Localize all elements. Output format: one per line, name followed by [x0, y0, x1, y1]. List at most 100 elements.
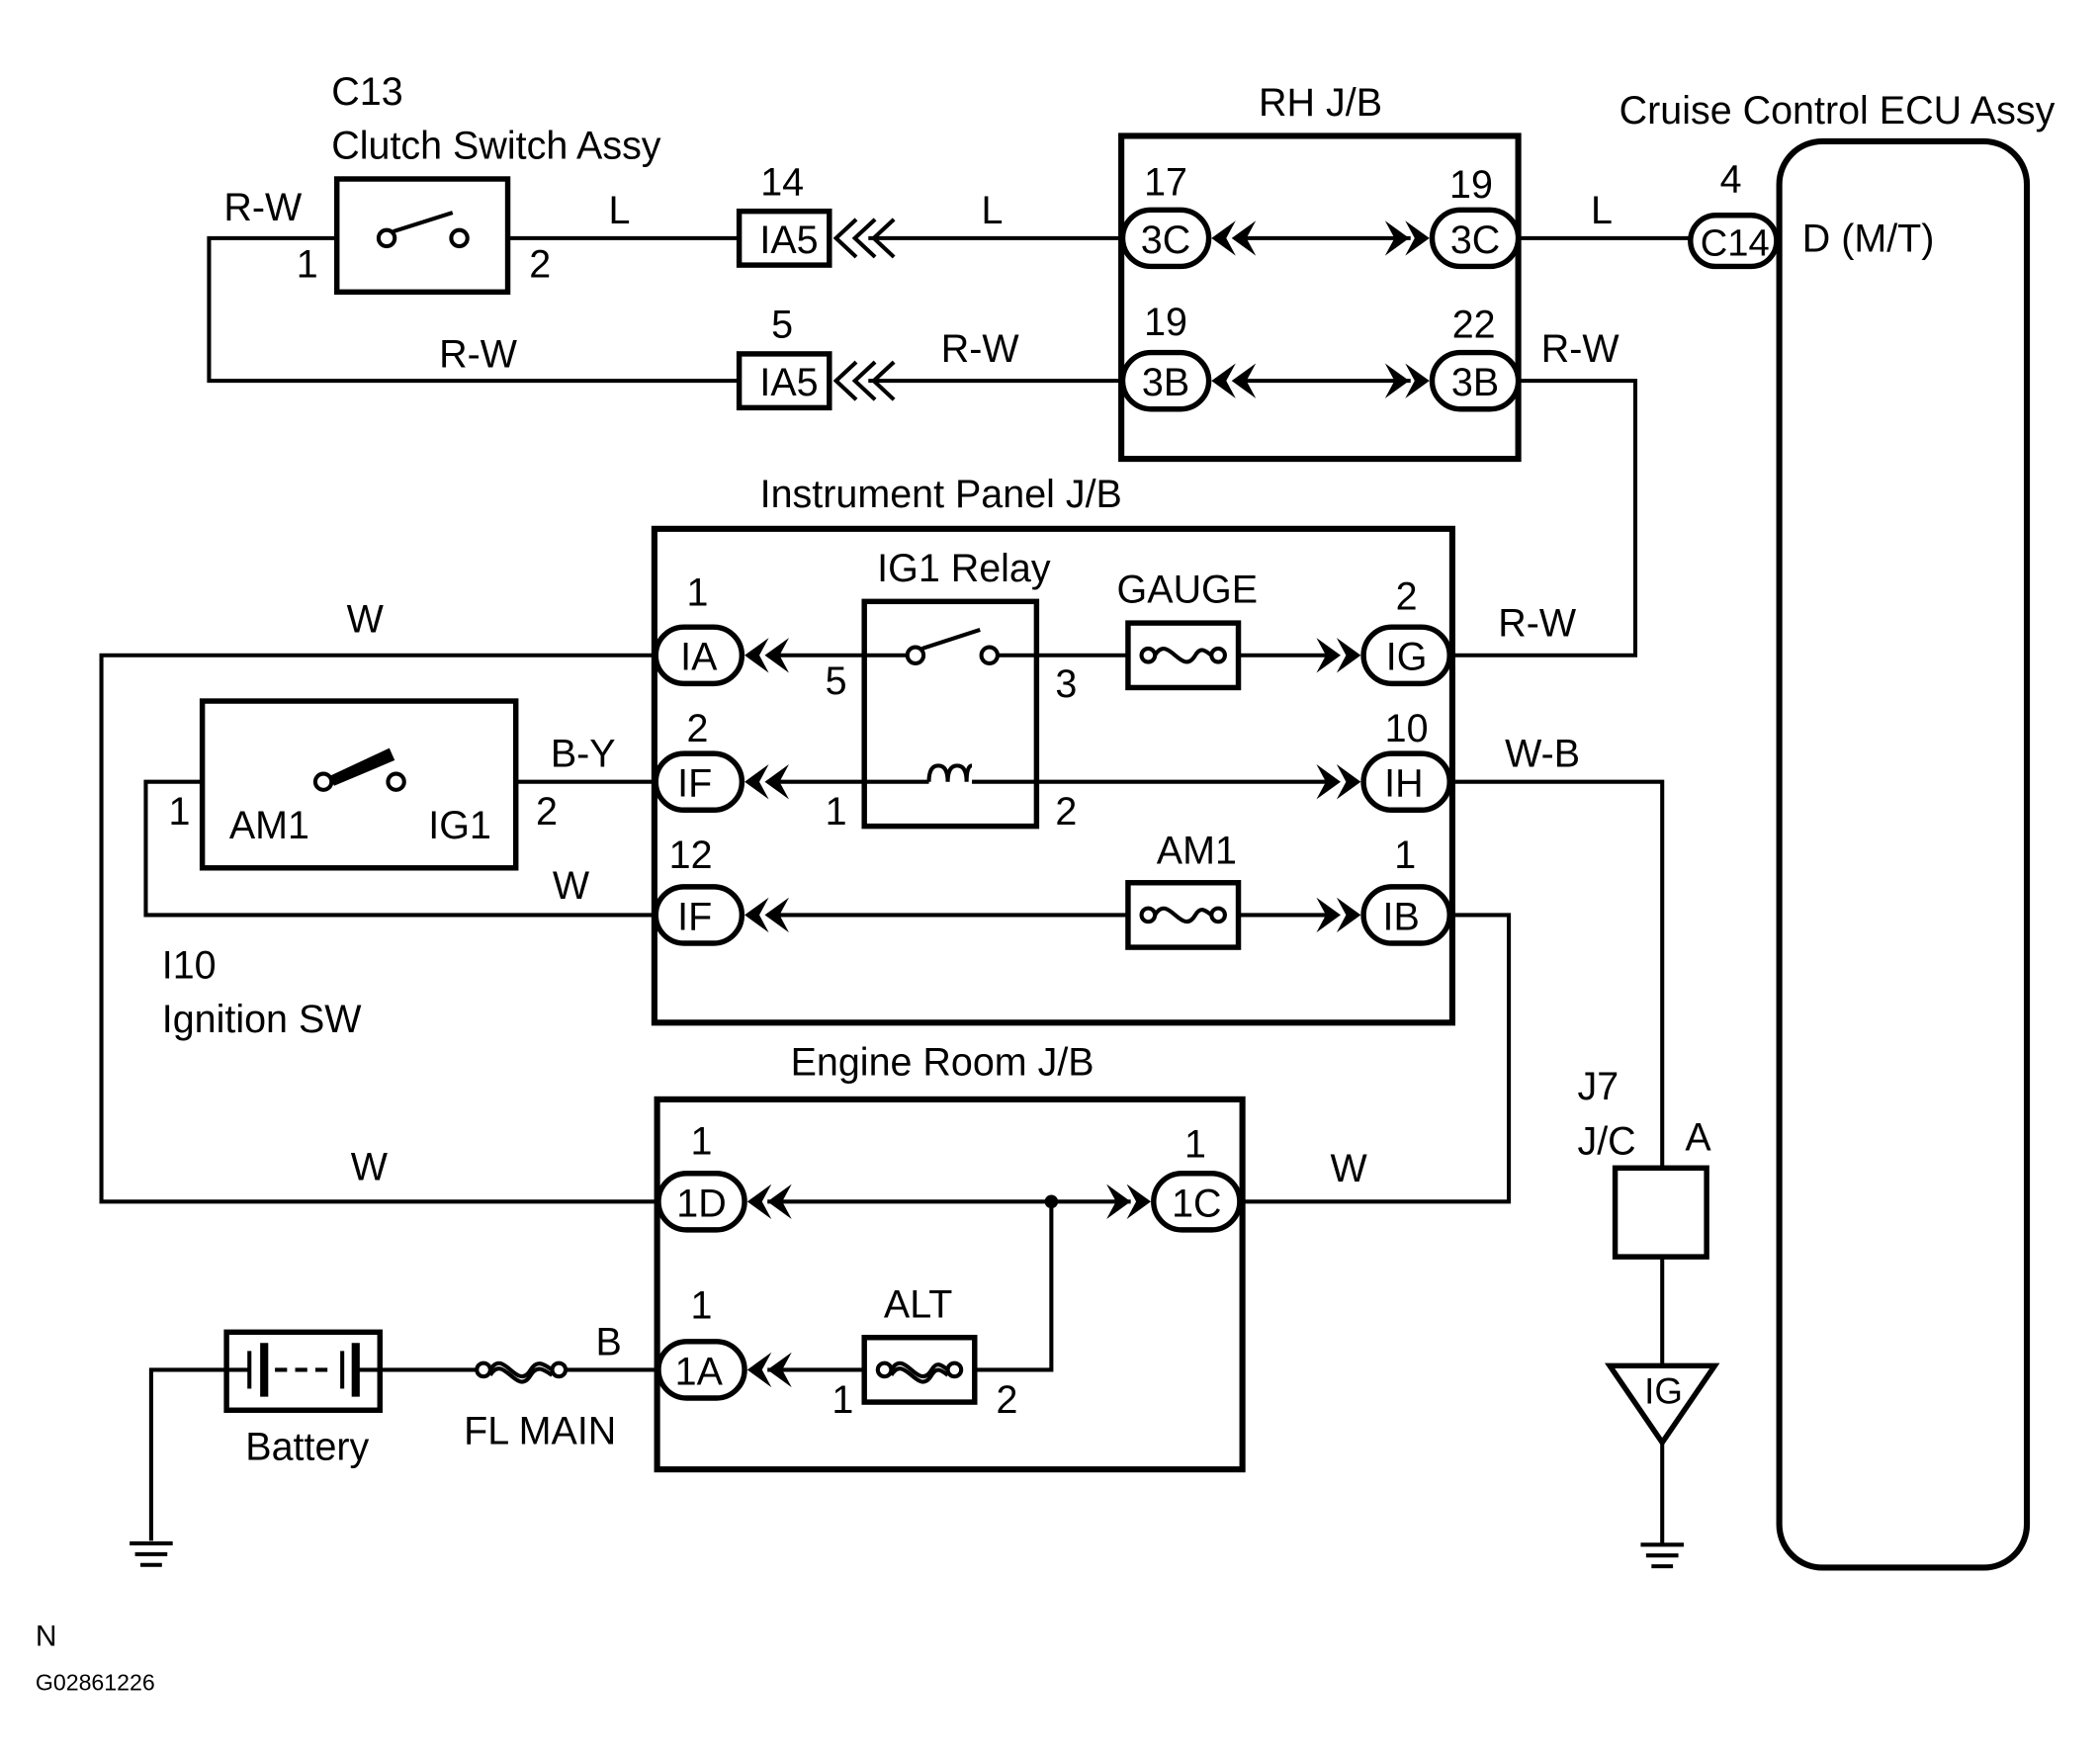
ecu-c14: C14	[1701, 223, 1770, 265]
battery-symbol	[223, 1329, 383, 1413]
wire-w-if: W	[553, 864, 590, 908]
wire-w-1c: W	[1330, 1147, 1367, 1190]
ia5-connector-top	[736, 208, 896, 268]
am1-fuse-label: AM1	[1157, 830, 1237, 873]
wire-rw-top: R-W	[223, 186, 303, 229]
wire-wb: W-B	[1505, 733, 1580, 776]
ia5-pin5: 5	[771, 304, 793, 347]
relay-pin2: 2	[1055, 790, 1077, 834]
ipjb-ib-pin: 1	[1394, 834, 1416, 877]
ig-ground-label: IG	[1644, 1370, 1683, 1411]
wire-b: B	[595, 1320, 621, 1363]
ia5-pin14: 14	[760, 160, 804, 204]
ia5-bottom-label: IA5	[759, 361, 818, 404]
ipjb-ig: IG	[1386, 636, 1428, 679]
rhjb-title: RH J/B	[1259, 81, 1382, 125]
ipjb-ib: IB	[1383, 895, 1420, 938]
ipjb-if1: IF	[677, 762, 712, 806]
wire-w-1d: W	[351, 1146, 389, 1189]
ground-icon	[130, 1540, 173, 1567]
c13-pin2: 2	[529, 242, 551, 286]
j7-name: J/C	[1577, 1120, 1635, 1164]
ipjb-ia: IA	[680, 636, 718, 679]
ign-pin2: 2	[536, 790, 558, 834]
relay-pin1: 1	[826, 790, 847, 834]
erjb-title: Engine Room J/B	[791, 1040, 1094, 1084]
alt-pin1: 1	[831, 1378, 853, 1422]
ipjb-ig-pin: 2	[1396, 574, 1418, 618]
battery-label: Battery	[245, 1426, 369, 1469]
gauge-label: GAUGE	[1117, 569, 1259, 612]
ig1-relay-label: IG1 Relay	[877, 547, 1051, 590]
ipjb-ia-pin: 1	[686, 571, 708, 614]
cruise-control-ecu-box	[1776, 137, 2031, 1571]
ia5-top-label: IA5	[759, 219, 818, 262]
wire-rw-ig: R-W	[1498, 602, 1577, 646]
ia5-connector-bottom	[736, 351, 896, 411]
erjb-1d-pin: 1	[691, 1120, 713, 1164]
fl-main-fuse	[475, 1361, 569, 1384]
ipjb-ih: IH	[1384, 762, 1423, 806]
wire-l-c13: L	[609, 189, 631, 232]
wire-rw-bottom: R-W	[439, 333, 518, 377]
ig-ground-triangle	[1604, 1362, 1720, 1448]
j7-junction-connector	[1612, 1165, 1709, 1260]
wire-w-ia: W	[347, 598, 385, 642]
rhjb-pin19-left: 19	[1144, 301, 1187, 344]
erjb-1d: 1D	[676, 1182, 726, 1225]
rhjb-pin19-right: 19	[1449, 163, 1493, 207]
fl-main-label: FL MAIN	[464, 1409, 616, 1452]
rhjb-3c-left: 3C	[1141, 219, 1190, 262]
ipjb-title: Instrument Panel J/B	[760, 473, 1122, 516]
ipjb-if2-pin: 12	[669, 834, 713, 877]
alt-fuse	[861, 1335, 978, 1405]
rhjb-3b-right: 3B	[1451, 361, 1499, 404]
footer-mark: N	[36, 1620, 57, 1652]
c13-code: C13	[331, 70, 402, 114]
erjb-1a-pin: 1	[691, 1284, 713, 1328]
ground-icon	[1640, 1542, 1684, 1569]
ign-am1: AM1	[229, 804, 309, 847]
relay-pin5: 5	[826, 659, 847, 703]
alt-pin2: 2	[996, 1378, 1017, 1422]
ecu-title: Cruise Control ECU Assy	[1619, 89, 2056, 132]
ign-pin1: 1	[169, 790, 191, 834]
relay-pin3: 3	[1055, 662, 1077, 706]
ign-ig1: IG1	[428, 804, 491, 847]
gauge-fuse	[1125, 620, 1242, 691]
ign-name: Ignition SW	[162, 998, 362, 1041]
rhjb-pin17: 17	[1144, 160, 1187, 204]
terminal-arrows	[744, 220, 1430, 1388]
wire-l-ia5: L	[982, 189, 1004, 232]
rhjb-pin22: 22	[1452, 304, 1496, 347]
am1-fuse	[1125, 880, 1242, 950]
ipjb-ih-pin: 10	[1385, 707, 1429, 750]
ipjb-if1-pin: 2	[686, 707, 708, 750]
rhjb-3c-right: 3C	[1450, 219, 1500, 262]
ignition-switch	[199, 698, 519, 871]
c13-name: Clutch Switch Assy	[331, 125, 661, 168]
ecu-pin4: 4	[1720, 158, 1742, 202]
j7-code: J7	[1577, 1065, 1619, 1108]
erjb-1c: 1C	[1172, 1182, 1221, 1225]
wire-by: B-Y	[551, 733, 616, 776]
rhjb-3b-left: 3B	[1142, 361, 1189, 404]
c13-pin1: 1	[297, 242, 318, 286]
erjb-1c-pin: 1	[1184, 1122, 1206, 1166]
engine-room-jb-box	[654, 1096, 1246, 1473]
ign-code: I10	[162, 943, 217, 987]
wire-l-ecu: L	[1591, 189, 1613, 232]
footer-code: G02861226	[36, 1669, 155, 1695]
rh-jb-box	[1118, 132, 1522, 463]
j7-pin: A	[1685, 1116, 1711, 1160]
erjb-1a: 1A	[675, 1350, 724, 1393]
connector-pills	[653, 207, 1780, 1401]
wire-rw-rhjb: R-W	[1541, 327, 1620, 371]
ig1-relay	[861, 598, 1040, 830]
clutch-switch	[333, 176, 511, 296]
ipjb-if2: IF	[677, 895, 712, 938]
ecu-terminal: D (M/T)	[1802, 217, 1935, 260]
junction-dot	[1044, 1194, 1059, 1209]
alt-label: ALT	[884, 1282, 952, 1326]
